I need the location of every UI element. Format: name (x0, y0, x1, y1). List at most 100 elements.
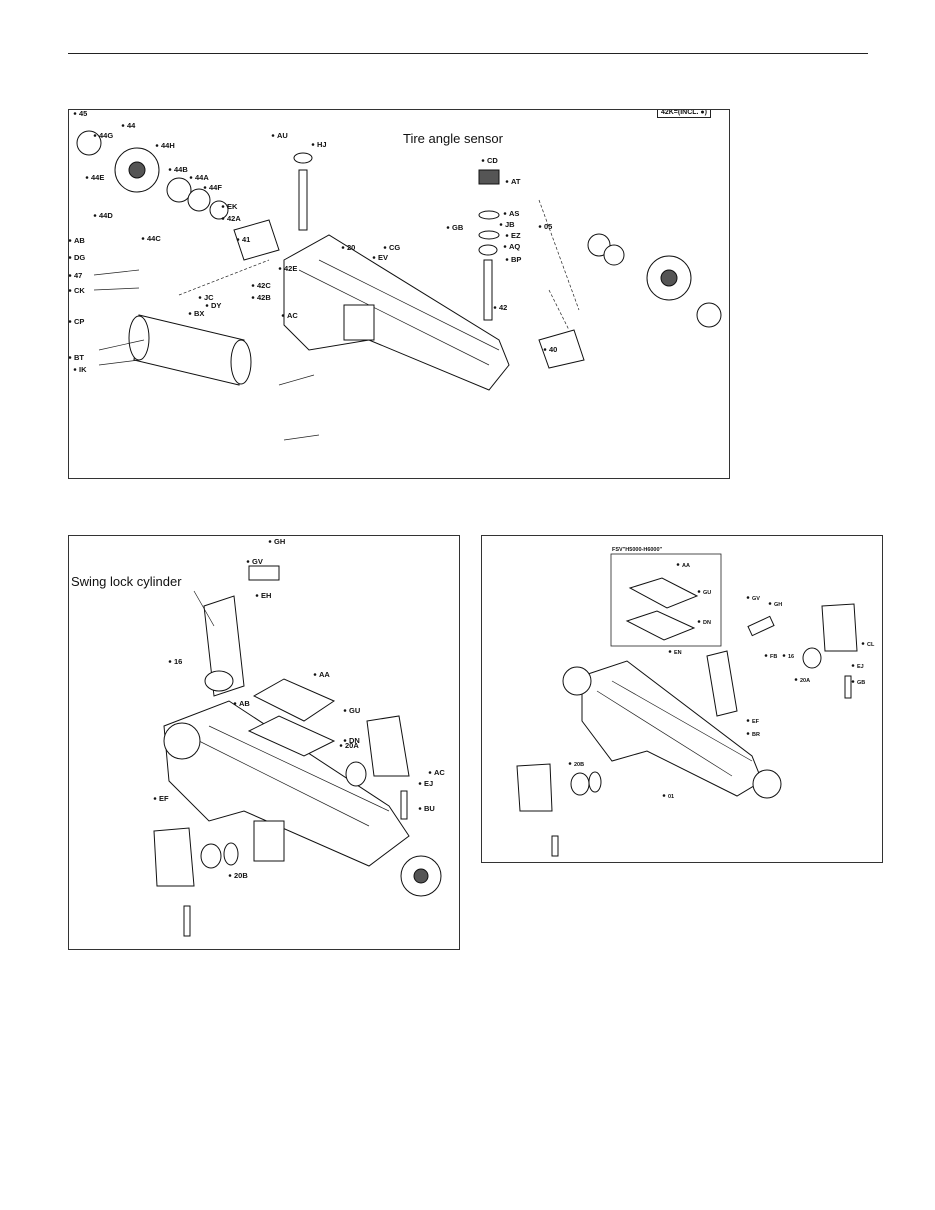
callout-dot (271, 134, 275, 137)
part-label: AB (239, 699, 250, 708)
inset-plate (628, 577, 699, 609)
part-label: AQ (509, 242, 520, 251)
callout-dot (221, 205, 225, 208)
callout-dot (851, 680, 855, 683)
right-hub-cap (696, 302, 722, 328)
steering-cylinder (133, 314, 245, 386)
callout-dot (69, 256, 72, 259)
callout-dot (503, 212, 507, 215)
callout-dot (168, 660, 172, 663)
fsv-inset-title: FSV"H5000-H6000" (612, 547, 663, 553)
callout-dot (538, 225, 542, 228)
gasket-dn (247, 715, 336, 757)
callout-dot (85, 176, 89, 179)
part-label: 42E (284, 264, 297, 273)
part-label: GH (274, 537, 285, 546)
callout-dot (93, 214, 97, 217)
callout-dot (141, 237, 145, 240)
callout-dot (228, 874, 232, 877)
part-label: EZ (511, 231, 521, 240)
left-hub-cap (76, 130, 102, 156)
callout-dot (73, 368, 77, 371)
part-label: GV (252, 557, 263, 566)
part-label: 20B (574, 762, 584, 768)
beam-boss (253, 820, 285, 862)
part-label: JB (505, 220, 515, 229)
part-label: CD (487, 156, 498, 165)
callout-dot (503, 245, 507, 248)
part-label: AA (682, 563, 690, 569)
left-wheel-hub (163, 722, 201, 760)
part-label: BT (74, 353, 84, 362)
part-label: 42B (257, 293, 271, 302)
callout-dot (251, 284, 255, 287)
callout-dot (341, 246, 345, 249)
part-label: BU (424, 804, 435, 813)
part-label: 16 (174, 657, 182, 666)
callout-dot (668, 650, 672, 653)
part-label: 16 (788, 654, 794, 660)
part-label: BX (194, 309, 204, 318)
part-label: 45 (79, 110, 87, 118)
callout-dot (69, 239, 72, 242)
part-label: 20B (234, 871, 248, 880)
part-label: AC (434, 768, 445, 777)
callout-dot (428, 771, 432, 774)
callout-dot (93, 134, 97, 137)
kingpin-right (483, 259, 493, 321)
bracket-block-left (153, 827, 195, 887)
front-axle-exploded-view: 42K=(INCL. ●) (68, 109, 730, 479)
callout-dot (236, 238, 240, 241)
bolt-bu-left (183, 905, 191, 937)
callout-dot (697, 590, 701, 593)
fsv-bolt-right (844, 675, 852, 699)
inset-gasket (625, 610, 696, 641)
part-label: HJ (317, 140, 327, 149)
part-label: 44D (99, 211, 113, 220)
callout-dot (313, 673, 317, 676)
callout-dot (203, 186, 207, 189)
left-bearing (166, 177, 192, 203)
part-label: AT (511, 177, 521, 186)
part-label: AB (74, 236, 85, 245)
part-label: AS (509, 209, 519, 218)
callout-dot (198, 296, 202, 299)
part-label: JC (204, 293, 214, 302)
callout-dot (418, 782, 422, 785)
fsv-block-left (516, 763, 553, 812)
part-label: EV (378, 253, 388, 262)
callout-dot (69, 289, 72, 292)
callout-dot (481, 159, 485, 162)
fsv-right-hub (752, 769, 782, 799)
part-label: 44A (195, 173, 209, 182)
part-label: 44C (147, 234, 161, 243)
callout-dot (311, 143, 315, 146)
part-label: 40 (549, 345, 557, 354)
part-label: GV (752, 596, 760, 602)
part-label: 47 (74, 271, 82, 280)
part-label: IK (79, 365, 87, 374)
part-label: 44E (91, 173, 104, 182)
callout-dot (69, 320, 72, 323)
part-label: 42 (499, 303, 507, 312)
part-label: CK (74, 286, 85, 295)
fsv-bolt-left (551, 835, 559, 857)
part-label: 05 (544, 222, 552, 231)
tire-angle-sensor (478, 169, 500, 185)
part-label: EF (159, 794, 169, 803)
callout-dot (543, 348, 547, 351)
part-label: DN (703, 620, 711, 626)
part-label: EK (227, 202, 238, 211)
part-label: 20 (347, 243, 355, 252)
swing-lock-drawing: Swing lock cylinder GHGVEH16AAGUABDN20AA… (71, 537, 445, 937)
front-axle-drawing: Tire angle sensor 4544G4444H44E44B44A44F… (69, 110, 722, 441)
callout-dot (768, 602, 772, 605)
callout-dot (851, 664, 855, 667)
callout-dot (69, 356, 72, 359)
callout-dot (383, 246, 387, 249)
part-label: BP (511, 255, 521, 264)
pin-gv (248, 565, 280, 581)
callout-dot (662, 794, 666, 797)
callout-dot (268, 540, 272, 543)
